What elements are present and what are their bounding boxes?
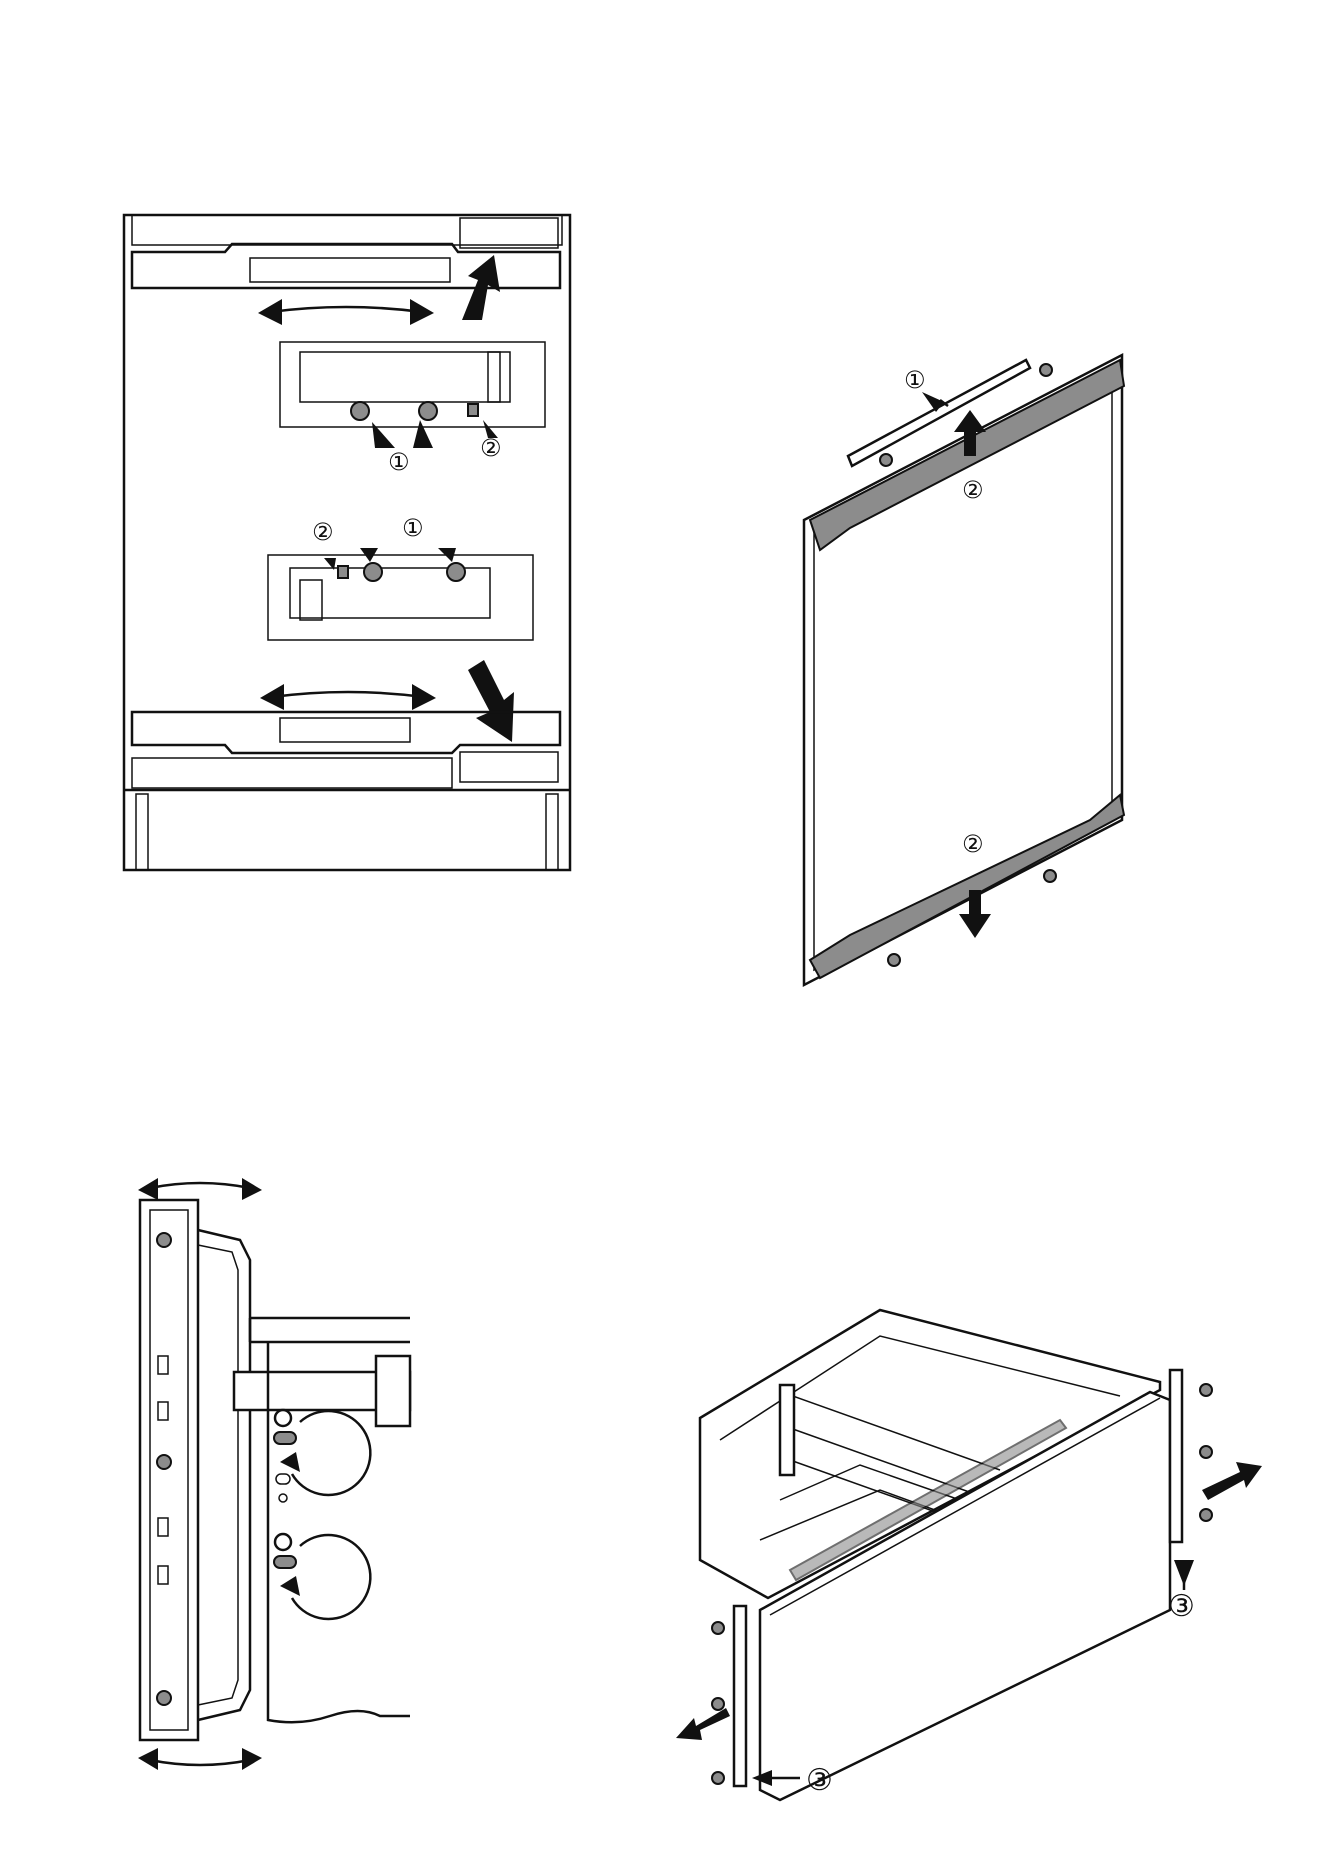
double-headed-arrow-icon — [260, 684, 436, 710]
door-side-edge — [140, 1200, 198, 1740]
screw-icon — [1040, 364, 1052, 376]
hinge-housing — [250, 1318, 410, 1342]
callout-label: ① — [904, 366, 926, 394]
callout-label: ② — [962, 830, 984, 858]
callout-2-upper: ② — [480, 434, 502, 462]
screw-icon — [1200, 1384, 1212, 1396]
callout-2-lower: ② — [312, 518, 334, 546]
double-headed-arrow-icon — [258, 299, 434, 325]
screw-icon — [888, 954, 900, 966]
callout-label: ① — [388, 448, 410, 476]
callout-1-lower: ① — [402, 514, 424, 542]
screw-icon — [880, 454, 892, 466]
callout-3-left: ③ — [806, 1763, 833, 1798]
screw-icon — [712, 1772, 724, 1784]
screw-icon — [1044, 870, 1056, 882]
left-side-bracket — [734, 1606, 746, 1786]
cabinet-outline — [124, 215, 570, 870]
upper-rail-slot — [250, 258, 450, 282]
direction-arrow-icon — [676, 1708, 730, 1740]
screw-icon — [351, 402, 369, 420]
panel-hinge-rails: ① ② ① ② — [124, 215, 570, 870]
screw-icon — [419, 402, 437, 420]
screw-icon — [364, 563, 382, 581]
panel-drawer: ③ ③ — [676, 1310, 1262, 1800]
screw-icon — [157, 1233, 171, 1247]
callout-label: ① — [402, 514, 424, 542]
callout-label: ② — [962, 476, 984, 504]
callout-2-door-top: ② — [962, 476, 984, 504]
hinge-bracket-bottom — [460, 752, 558, 782]
double-headed-arrow-icon — [138, 1178, 262, 1200]
panel-door-adjust — [138, 1178, 410, 1770]
callout-1-upper: ① — [388, 448, 410, 476]
screw-icon — [157, 1691, 171, 1705]
callout-label: ② — [480, 434, 502, 462]
panel-door-rails: ① ② ② — [804, 355, 1124, 985]
callout-2-door-bottom: ② — [962, 830, 984, 858]
screw-icon — [157, 1455, 171, 1469]
direction-arrow-icon — [468, 660, 514, 742]
screw-icon — [1200, 1509, 1212, 1521]
cabinet-top-trim — [132, 215, 562, 245]
callout-3-right: ③ — [1168, 1589, 1195, 1624]
door-gasket — [198, 1230, 250, 1720]
lower-rail-slot — [280, 718, 410, 742]
right-side-bracket — [1170, 1370, 1182, 1542]
hinge-bracket-top — [460, 218, 558, 248]
screw-icon — [1200, 1446, 1212, 1458]
hinge-detail-lower — [268, 548, 533, 640]
callout-label: ③ — [806, 1763, 833, 1798]
callout-1-door: ① — [904, 366, 926, 394]
screw-icon — [275, 1534, 291, 1550]
lower-cabinet-trim — [132, 758, 452, 788]
screw-icon — [447, 563, 465, 581]
direction-arrow-icon — [1202, 1462, 1262, 1500]
double-headed-arrow-icon — [138, 1748, 262, 1770]
screw-icon — [712, 1622, 724, 1634]
hinge-detail-upper — [280, 342, 545, 448]
screw-icon — [275, 1410, 291, 1426]
callout-label: ③ — [1168, 1589, 1195, 1624]
screw-icon — [712, 1698, 724, 1710]
callout-label: ② — [312, 518, 334, 546]
